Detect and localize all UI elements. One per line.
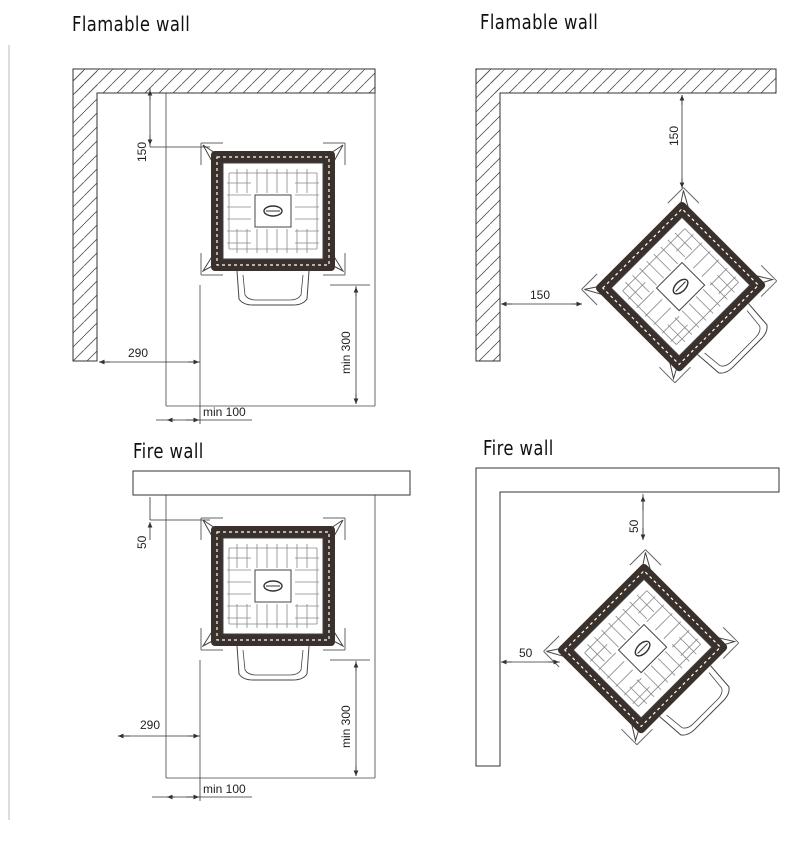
dim-side-clearance: 290	[128, 346, 148, 360]
dim-gap-clearance-fire: min 100	[203, 782, 246, 796]
dim-front-clearance-fire: min 300	[339, 705, 353, 748]
dim-top-clearance-r: 150	[667, 126, 681, 146]
panel-fire-left: 50 290 min 300 min 100	[118, 470, 411, 801]
dim-gap-clearance: min 100	[203, 405, 246, 419]
dim-side-clearance-fire: 290	[140, 718, 160, 732]
panel-title-fire-left: Fire wall	[133, 439, 204, 463]
panel-title-flamable-right: Flamable wall	[480, 10, 599, 34]
dim-side-clearance-fire-r: 50	[519, 646, 533, 660]
panel-flamable-left: 150 290 min 300 min 100	[72, 68, 376, 424]
panel-title-flamable-left: Flamable wall	[72, 12, 191, 36]
panel-title-fire-right: Fire wall	[483, 436, 554, 460]
dim-top-clearance-fire-r: 50	[627, 519, 641, 533]
dim-side-clearance-r: 150	[530, 288, 550, 302]
dim-top-clearance-fire: 50	[135, 535, 149, 549]
panel-flamable-right: 150 150	[475, 68, 799, 405]
dim-top-clearance: 150	[135, 142, 149, 162]
panel-fire-right: 50 50	[475, 467, 780, 767]
dim-front-clearance: min 300	[339, 331, 353, 374]
